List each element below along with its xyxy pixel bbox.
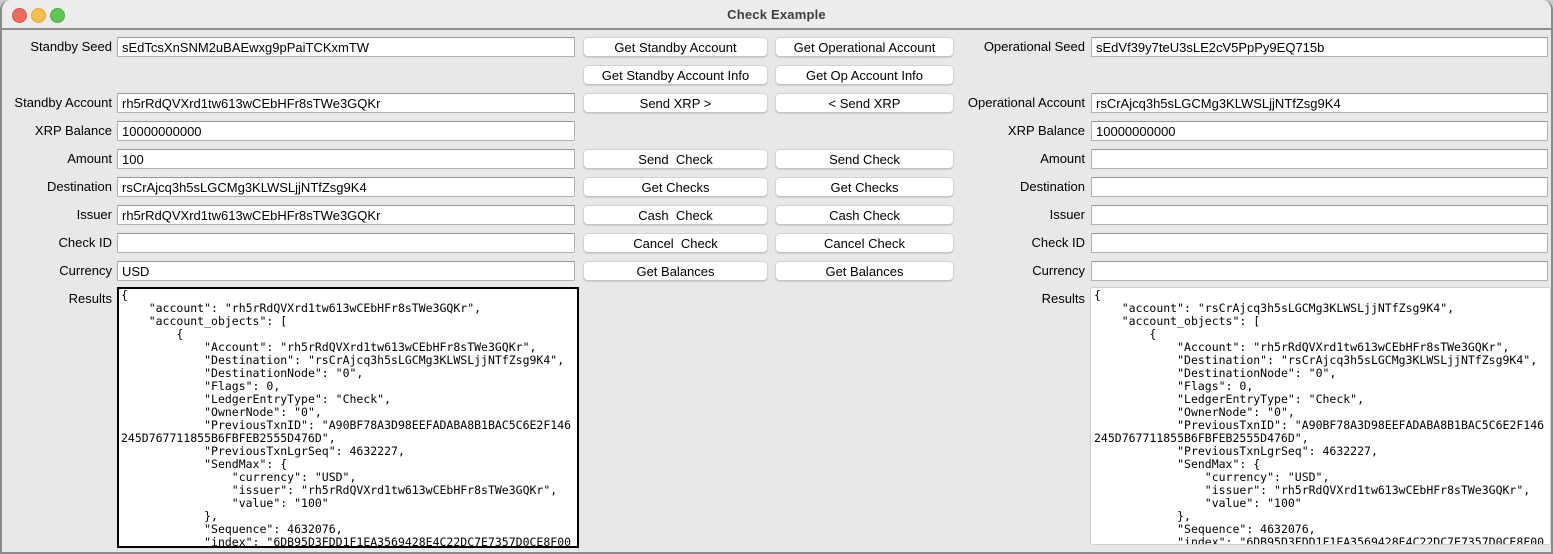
operational-results-label: Results (1041, 291, 1085, 306)
standby-send-check-button[interactable]: Send Check (583, 149, 768, 169)
get-standby-account-button[interactable]: Get Standby Account (583, 37, 768, 57)
standby-currency-input[interactable] (117, 261, 575, 281)
title-bar: Check Example (2, 0, 1551, 30)
operational-currency-label: Currency (1032, 263, 1085, 278)
close-button[interactable] (12, 8, 27, 23)
standby-seed-label: Standby Seed (30, 39, 112, 54)
op-get-balances-button[interactable]: Get Balances (775, 261, 954, 281)
operational-destination-input[interactable] (1091, 177, 1548, 197)
send-xrp-left-button[interactable]: < Send XRP (775, 93, 954, 113)
standby-xrp-balance-input[interactable] (117, 121, 575, 141)
standby-results-label: Results (68, 291, 112, 306)
operational-amount-input[interactable] (1091, 149, 1548, 169)
operational-check-id-input[interactable] (1091, 233, 1548, 253)
get-op-account-info-button[interactable]: Get Op Account Info (775, 65, 954, 85)
operational-xrp-balance-input[interactable] (1091, 121, 1548, 141)
standby-xrp-balance-label: XRP Balance (34, 123, 112, 138)
standby-issuer-input[interactable] (117, 205, 575, 225)
operational-issuer-label: Issuer (1049, 207, 1085, 222)
operational-currency-input[interactable] (1091, 261, 1548, 281)
operational-results-textarea[interactable]: { "account": "rsCrAjcq3h5sLGCMg3KLWSLjjN… (1090, 287, 1551, 545)
operational-amount-label: Amount (1040, 151, 1085, 166)
standby-account-label: Standby Account (14, 95, 112, 110)
standby-issuer-label: Issuer (76, 207, 112, 222)
operational-results-json: { "account": "rsCrAjcq3h5sLGCMg3KLWSLjjN… (1094, 288, 1545, 545)
standby-check-id-label: Check ID (58, 235, 112, 250)
standby-amount-label: Amount (67, 151, 112, 166)
window-title: Check Example (727, 6, 826, 22)
op-cancel-check-button[interactable]: Cancel Check (775, 233, 954, 253)
standby-currency-label: Currency (59, 263, 112, 278)
standby-account-input[interactable] (117, 93, 575, 113)
operational-check-id-label: Check ID (1031, 235, 1085, 250)
standby-cancel-check-button[interactable]: Cancel Check (583, 233, 768, 253)
operational-account-input[interactable] (1091, 93, 1548, 113)
standby-destination-input[interactable] (117, 177, 575, 197)
operational-issuer-input[interactable] (1091, 205, 1548, 225)
minimize-button[interactable] (31, 8, 46, 23)
standby-results-json: { "account": "rh5rRdQVXrd1tw613wCEbHFr8s… (121, 288, 572, 548)
standby-check-id-input[interactable] (117, 233, 575, 253)
standby-seed-input[interactable] (117, 37, 575, 57)
standby-amount-input[interactable] (117, 149, 575, 169)
standby-get-balances-button[interactable]: Get Balances (583, 261, 768, 281)
standby-cash-check-button[interactable]: Cash Check (583, 205, 768, 225)
get-operational-account-button[interactable]: Get Operational Account (775, 37, 954, 57)
operational-seed-label: Operational Seed (983, 39, 1085, 54)
standby-get-checks-button[interactable]: Get Checks (583, 177, 768, 197)
operational-account-label: Operational Account (967, 95, 1085, 110)
operational-destination-label: Destination (1019, 179, 1085, 194)
op-get-checks-button[interactable]: Get Checks (775, 177, 954, 197)
operational-xrp-balance-label: XRP Balance (1007, 123, 1085, 138)
get-standby-account-info-button[interactable]: Get Standby Account Info (583, 65, 768, 85)
standby-destination-label: Destination (46, 179, 112, 194)
zoom-button[interactable] (50, 8, 65, 23)
send-xrp-right-button[interactable]: Send XRP > (583, 93, 768, 113)
operational-seed-input[interactable] (1091, 37, 1548, 57)
standby-results-textarea[interactable]: { "account": "rh5rRdQVXrd1tw613wCEbHFr8s… (117, 287, 579, 548)
op-cash-check-button[interactable]: Cash Check (775, 205, 954, 225)
op-send-check-button[interactable]: Send Check (775, 149, 954, 169)
